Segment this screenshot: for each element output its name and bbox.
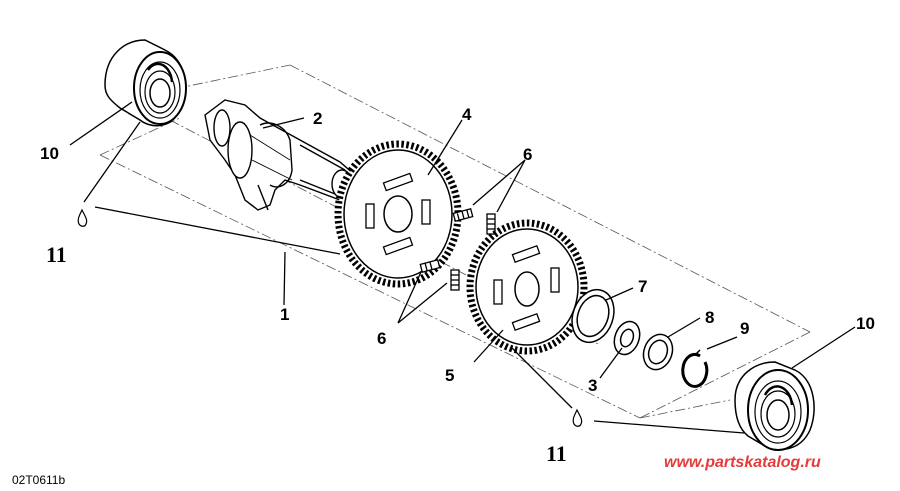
- gear-upper: [334, 140, 462, 288]
- watermark: www.partskatalog.ru: [664, 454, 821, 471]
- washer-small: [613, 320, 641, 356]
- grease-drop-icons: [77, 208, 583, 427]
- callout-10-right: 10: [856, 314, 875, 333]
- callout-8: 8: [705, 308, 714, 327]
- callout-10-left: 10: [40, 144, 59, 163]
- callout-4: 4: [462, 105, 472, 124]
- callout-11-right: 11: [546, 441, 567, 466]
- callout-9: 9: [740, 319, 749, 338]
- callout-2: 2: [313, 109, 322, 128]
- circlip: [681, 349, 709, 388]
- gear-lower: [466, 219, 588, 355]
- drop-icon: [77, 208, 88, 227]
- callout-6-top: 6: [523, 145, 532, 164]
- callout-1: 1: [280, 305, 289, 324]
- drop-icon: [572, 408, 583, 427]
- camshaft: [204, 99, 356, 211]
- washer-large: [571, 288, 615, 344]
- springs: [419, 208, 496, 291]
- callout-3: 3: [588, 376, 597, 395]
- bearing-left: [104, 39, 187, 127]
- drawing-code: 02T0611b: [12, 473, 65, 487]
- callout-7: 7: [638, 277, 647, 296]
- callout-5: 5: [445, 366, 454, 385]
- callout-11-left: 11: [46, 242, 67, 267]
- bearing-right: [734, 361, 815, 451]
- callout-labels: 10 2 4 6 11 1 6 5 7 3 8 9 10 11: [40, 105, 875, 466]
- washer-medium: [642, 333, 674, 371]
- leader-lines: [69, 101, 856, 434]
- callout-6-bottom: 6: [377, 329, 386, 348]
